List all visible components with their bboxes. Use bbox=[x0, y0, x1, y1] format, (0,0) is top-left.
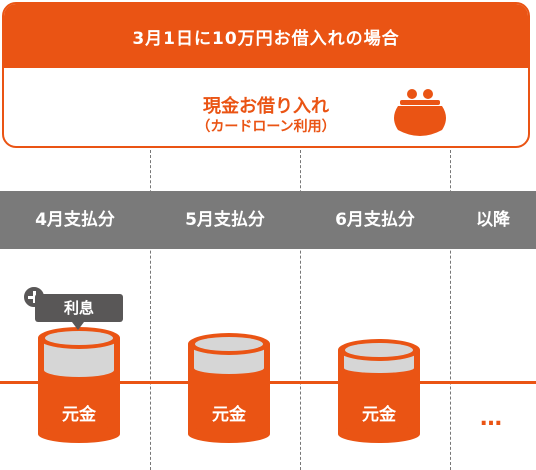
month-label-april: 4月支払分 bbox=[35, 210, 115, 230]
interest-bubble-tail bbox=[72, 322, 84, 330]
coin-purse-icon bbox=[394, 89, 446, 136]
ellipsis: … bbox=[480, 406, 504, 431]
month-label-may: 5月支払分 bbox=[185, 210, 265, 230]
principal-label-june: 元金 bbox=[362, 405, 396, 425]
divider-line-3 bbox=[450, 150, 451, 470]
divider-line-2 bbox=[300, 150, 301, 470]
coin-stack-june bbox=[338, 339, 420, 443]
interest-label: 利息 bbox=[35, 294, 123, 322]
principal-label-april: 元金 bbox=[62, 405, 96, 425]
coin-stack-may bbox=[188, 333, 270, 443]
card-header: 3月1日に10万円お借入れの場合 bbox=[4, 4, 528, 68]
principal-label-may: 元金 bbox=[212, 405, 246, 425]
loan-summary-card: 3月1日に10万円お借入れの場合 現金お借り入れ （カードローン利用） bbox=[2, 2, 530, 148]
coin-stack-april bbox=[38, 327, 120, 443]
month-bar bbox=[0, 191, 536, 249]
month-label-june: 6月支払分 bbox=[335, 210, 415, 230]
loan-title: 現金お借り入れ bbox=[203, 96, 329, 117]
loan-subtitle: （カードローン利用） bbox=[196, 119, 336, 135]
divider-line-1 bbox=[150, 150, 151, 470]
month-label-after: 以降 bbox=[476, 210, 510, 230]
